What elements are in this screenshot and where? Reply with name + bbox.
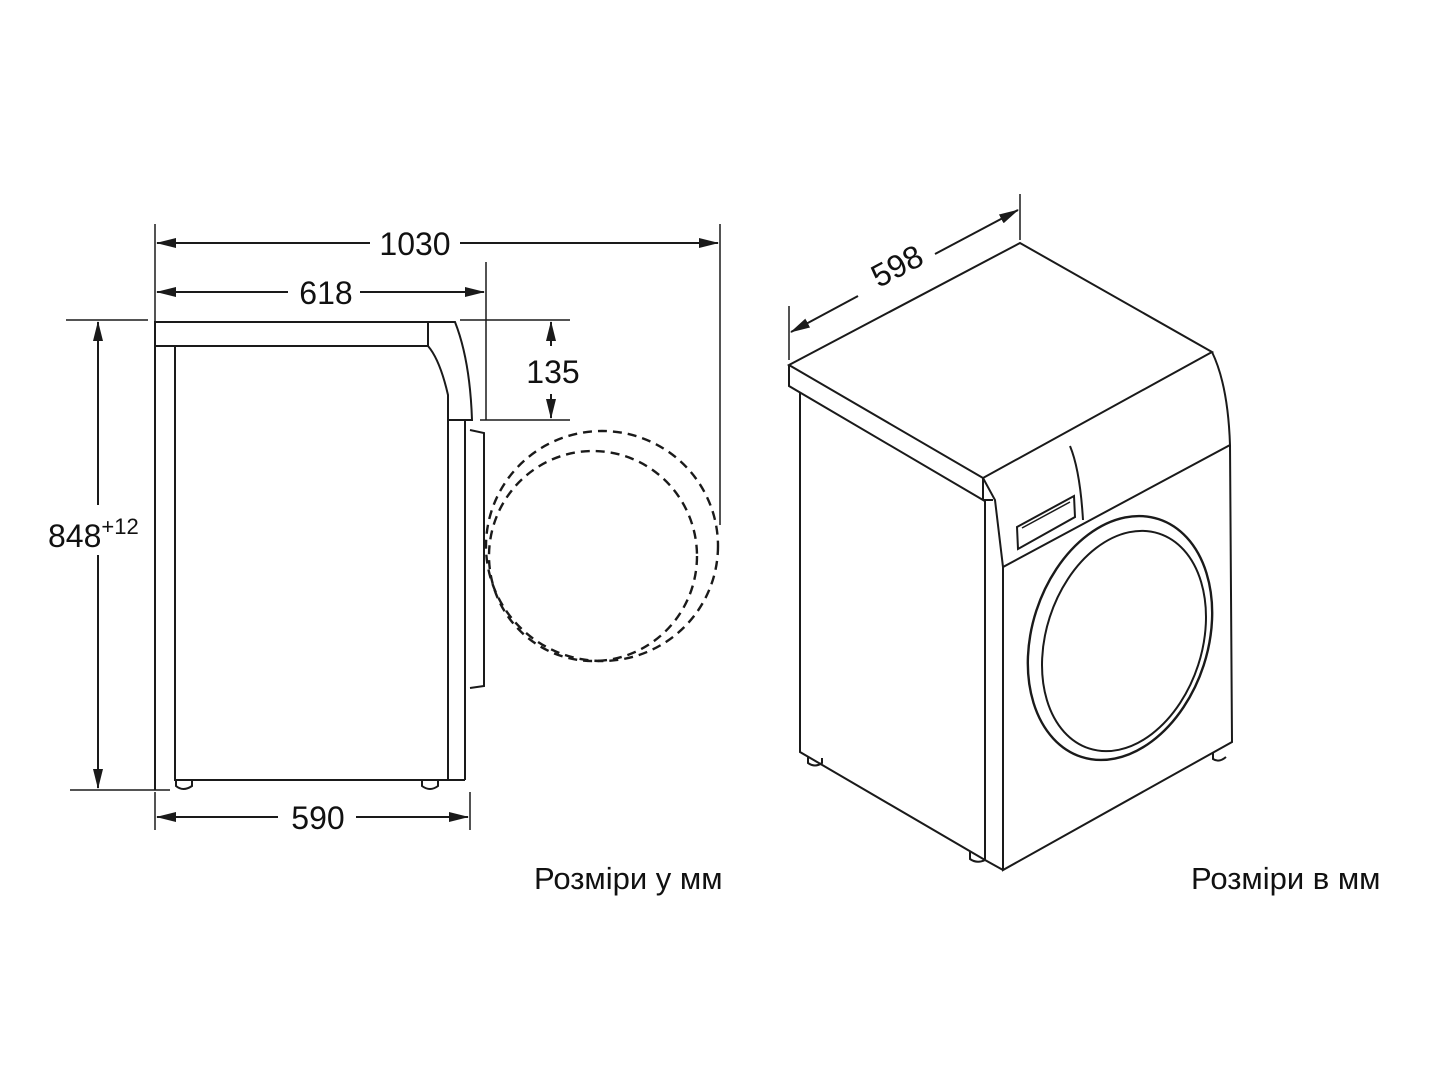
- dimension-width: 598: [788, 194, 1021, 360]
- label-height: 848+12: [48, 514, 139, 554]
- dimension-body-depth: 590: [156, 800, 469, 836]
- side-view-caption: Розміри у мм: [534, 861, 723, 896]
- perspective-view-caption: Розміри в мм: [1191, 861, 1381, 896]
- label-body-depth: 590: [291, 800, 344, 836]
- dimension-overall-depth: 1030: [156, 226, 719, 262]
- side-view-extension-lines: [66, 224, 721, 830]
- dimension-height: 848+12: [48, 321, 139, 789]
- label-top-thickness: 135: [526, 354, 579, 390]
- side-view-machine-outline: [154, 321, 485, 790]
- label-height-tolerance: +12: [101, 514, 138, 539]
- dimension-depth-with-top: 618: [156, 275, 485, 311]
- door-swing-indicator: [484, 429, 720, 663]
- label-width: 598: [865, 238, 929, 295]
- label-depth-with-top: 618: [299, 275, 352, 311]
- perspective-machine-outline: [786, 241, 1234, 872]
- perspective-view: 598 Розміри в мм: [786, 194, 1381, 896]
- label-overall-depth: 1030: [379, 226, 450, 262]
- side-view: 1030 618 135 848+12 590 Розмір: [48, 224, 723, 896]
- dimension-top-thickness: 135: [526, 321, 580, 419]
